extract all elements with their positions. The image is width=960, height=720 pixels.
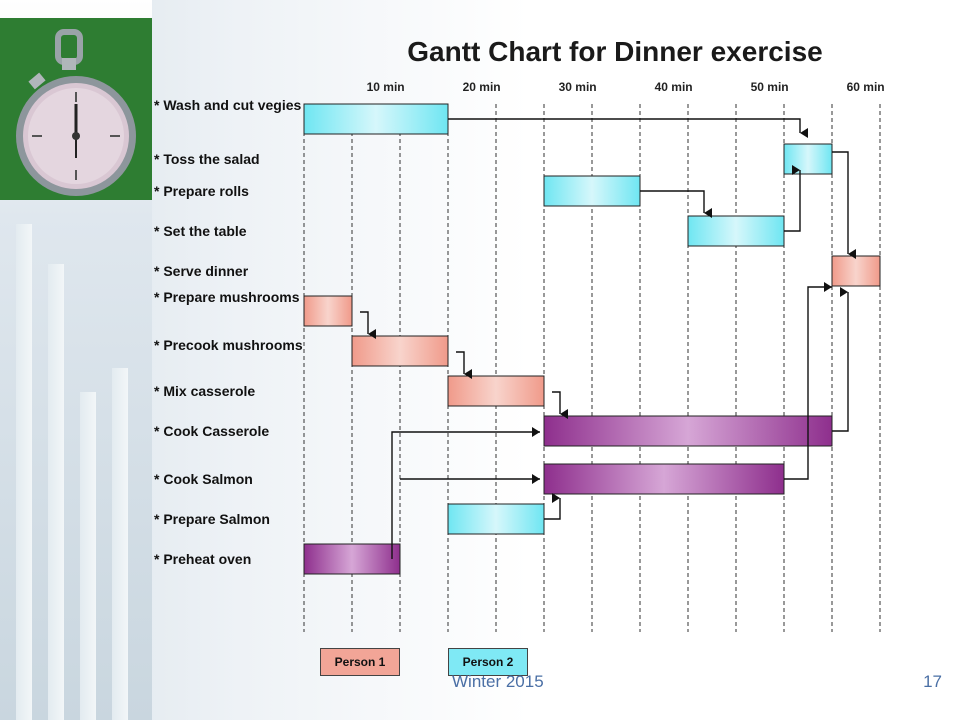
legend-item: Person 2 [448,648,528,676]
dependency-arrow [448,118,808,138]
task-bar [303,295,353,327]
x-tick-label: 40 min [654,80,693,94]
task-bar [687,215,785,247]
x-tick-label: 20 min [462,80,501,94]
footer-text: Winter 2015 [452,672,544,691]
dependency-arrow [360,311,376,339]
task-label: * Serve dinner [154,263,249,279]
task-label: * Prepare rolls [154,183,249,199]
dependency-arrow [832,287,849,432]
page-number: 17 [923,672,942,691]
decorative-bar [112,368,128,720]
x-tick-label: 50 min [750,80,789,94]
decorative-bar [48,264,64,720]
dependency-arrow [544,493,561,520]
dependency-arrow [784,282,832,480]
decorative-bar [80,392,96,720]
task-label: * Preheat oven [154,551,252,567]
dependency-arrow [552,391,568,419]
task-bar [447,375,545,407]
task-bar [303,543,401,575]
x-tick-label: 10 min [366,80,405,94]
task-label: * Mix casserole [154,383,256,399]
dependency-arrow [832,151,856,259]
task-bar [543,175,641,207]
decorative-bar [16,224,32,720]
task-bar [543,415,833,447]
task-bar [831,255,881,287]
stopwatch-icon [16,29,136,196]
x-tick-label: 60 min [846,80,885,94]
dependency-arrow [391,427,540,559]
task-label: * Prepare Salmon [154,511,270,527]
task-label: * Wash and cut vegies [154,97,302,113]
legend-item: Person 1 [320,648,400,676]
task-bar [303,103,449,135]
task-bar [783,143,833,175]
task-bar [447,503,545,535]
dependency-arrow [784,165,801,232]
task-bar [351,335,449,367]
task-label: * Precook mushrooms [154,337,303,353]
task-label: * Set the table [154,223,247,239]
dependency-arrow [456,351,472,379]
task-label: * Toss the salad [154,151,260,167]
task-label: * Cook Salmon [154,471,253,487]
chart-title: Gantt Chart for Dinner exercise [407,36,823,67]
task-label: * Cook Casserole [154,423,270,439]
x-tick-label: 30 min [558,80,597,94]
dependency-arrow [640,190,712,218]
task-label: * Prepare mushrooms [154,289,300,305]
stopwatch-image [0,18,152,200]
task-bar [543,463,785,495]
